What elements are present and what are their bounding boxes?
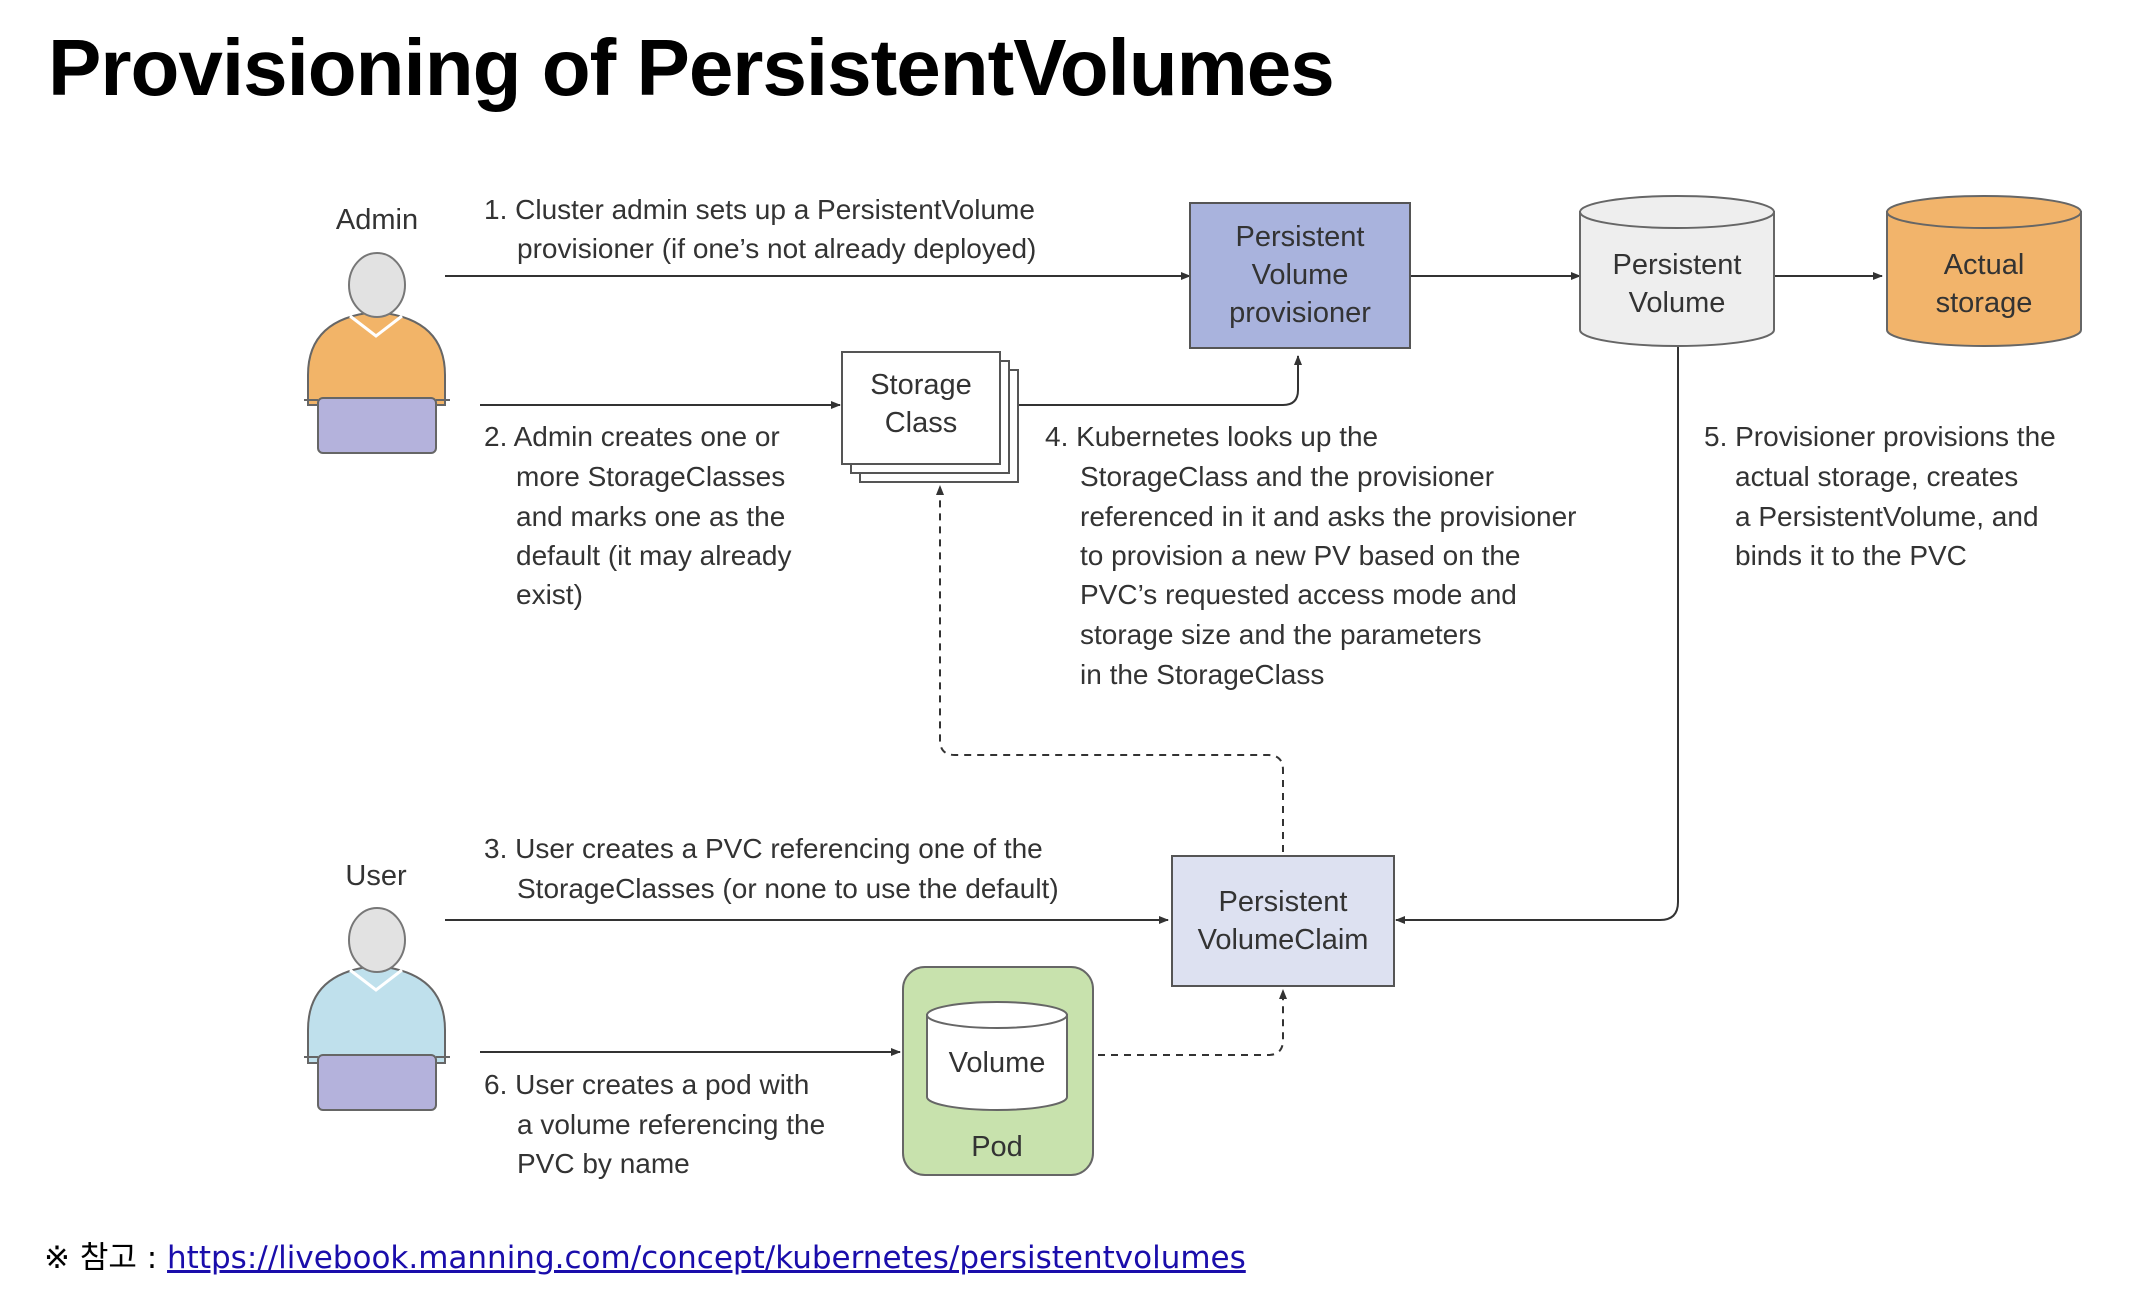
storage-class-label-1: Storage	[870, 369, 972, 401]
step4-line-4: to provision a new PV based on the	[1080, 540, 1521, 571]
persistent-volume-node: Persistent Volume	[1579, 195, 1775, 347]
pv-label-2: Volume	[1629, 287, 1726, 319]
reference-note: ※ 참고 : https://livebook.manning.com/conc…	[44, 1232, 1246, 1277]
step2-line-1: 2. Admin creates one or	[484, 421, 780, 452]
step4-line-1: 4. Kubernetes looks up the	[1045, 421, 1378, 452]
step5-annotation: 5. Provisioner provisions the actual sto…	[1704, 421, 2056, 571]
step3-line-2: StorageClasses (or none to use the defau…	[517, 873, 1059, 904]
pv-label-1: Persistent	[1613, 249, 1742, 281]
provisioner-label-2: Volume	[1252, 259, 1349, 291]
step2-line-4: default (it may already	[516, 540, 791, 571]
step6-line-1: 6. User creates a pod with	[484, 1069, 809, 1100]
step1-annotation: 1. Cluster admin sets up a PersistentVol…	[484, 194, 1036, 264]
storage-class-node: Storage Class	[841, 351, 1019, 483]
actual-storage-label-1: Actual	[1944, 249, 2025, 281]
provisioner-label-3: provisioner	[1229, 297, 1371, 329]
step2-line-5: exist)	[516, 579, 583, 610]
step5-line-2: actual storage, creates	[1735, 461, 2018, 492]
step4-line-7: in the StorageClass	[1080, 659, 1324, 690]
user-figure: User	[304, 860, 450, 1111]
step5-line-1: 5. Provisioner provisions the	[1704, 421, 2056, 452]
step3-annotation: 3. User creates a PVC referencing one of…	[484, 833, 1059, 904]
step3-line-1: 3. User creates a PVC referencing one of…	[484, 833, 1043, 864]
volume-label: Volume	[949, 1047, 1046, 1079]
step6-line-3: PVC by name	[517, 1148, 690, 1179]
actual-storage-node: Actual storage	[1886, 195, 2082, 347]
reference-link[interactable]: https://livebook.manning.com/concept/kub…	[167, 1240, 1246, 1276]
reference-prefix: ※ 참고 :	[44, 1240, 168, 1276]
step5-line-3: a PersistentVolume, and	[1735, 501, 2039, 532]
arrow-pv-to-pvc	[1395, 347, 1679, 924]
pvc-node: Persistent VolumeClaim	[1171, 855, 1395, 987]
step4-annotation: 4. Kubernetes looks up the StorageClass …	[1045, 421, 1577, 690]
user-body	[307, 964, 446, 1064]
admin-head	[348, 252, 406, 318]
provisioner-label-1: Persistent	[1236, 221, 1365, 253]
pod-label: Pod	[971, 1131, 1023, 1163]
arrow-storageclass-to-provisioner	[1013, 355, 1302, 406]
admin-body	[307, 310, 446, 406]
admin-laptop	[317, 397, 437, 454]
step4-line-3: referenced in it and asks the provisione…	[1080, 501, 1577, 532]
admin-label: Admin	[336, 204, 418, 236]
step2-line-2: more StorageClasses	[516, 461, 785, 492]
user-laptop	[317, 1054, 437, 1111]
connectors	[445, 272, 1883, 1056]
actual-storage-label-2: storage	[1936, 287, 2033, 319]
user-label: User	[345, 860, 407, 892]
step4-line-5: PVC’s requested access mode and	[1080, 579, 1517, 610]
step2-annotation: 2. Admin creates one or more StorageClas…	[484, 421, 791, 610]
storage-class-label-2: Class	[885, 407, 958, 439]
step6-annotation: 6. User creates a pod with a volume refe…	[484, 1069, 825, 1179]
step6-line-2: a volume referencing the	[517, 1109, 825, 1140]
dashed-volume-to-pvc	[1072, 989, 1287, 1056]
step1-line-1: 1. Cluster admin sets up a PersistentVol…	[484, 194, 1035, 225]
step1-line-2: provisioner (if one’s not already deploy…	[517, 233, 1036, 264]
provisioner-node: Persistent Volume provisioner	[1189, 202, 1411, 349]
admin-figure: Admin	[304, 204, 450, 454]
pvc-label-2: VolumeClaim	[1198, 924, 1369, 956]
dashed-pvc-to-storageclass	[936, 485, 1284, 852]
pod-node: Volume Pod	[902, 966, 1094, 1176]
pvc-label-1: Persistent	[1219, 886, 1348, 918]
step5-line-4: binds it to the PVC	[1735, 540, 1967, 571]
step2-line-3: and marks one as the	[516, 501, 785, 532]
user-head	[348, 907, 406, 973]
step4-line-6: storage size and the parameters	[1080, 619, 1482, 650]
step4-line-2: StorageClass and the provisioner	[1080, 461, 1494, 492]
page-title: Provisioning of PersistentVolumes	[48, 23, 1335, 112]
